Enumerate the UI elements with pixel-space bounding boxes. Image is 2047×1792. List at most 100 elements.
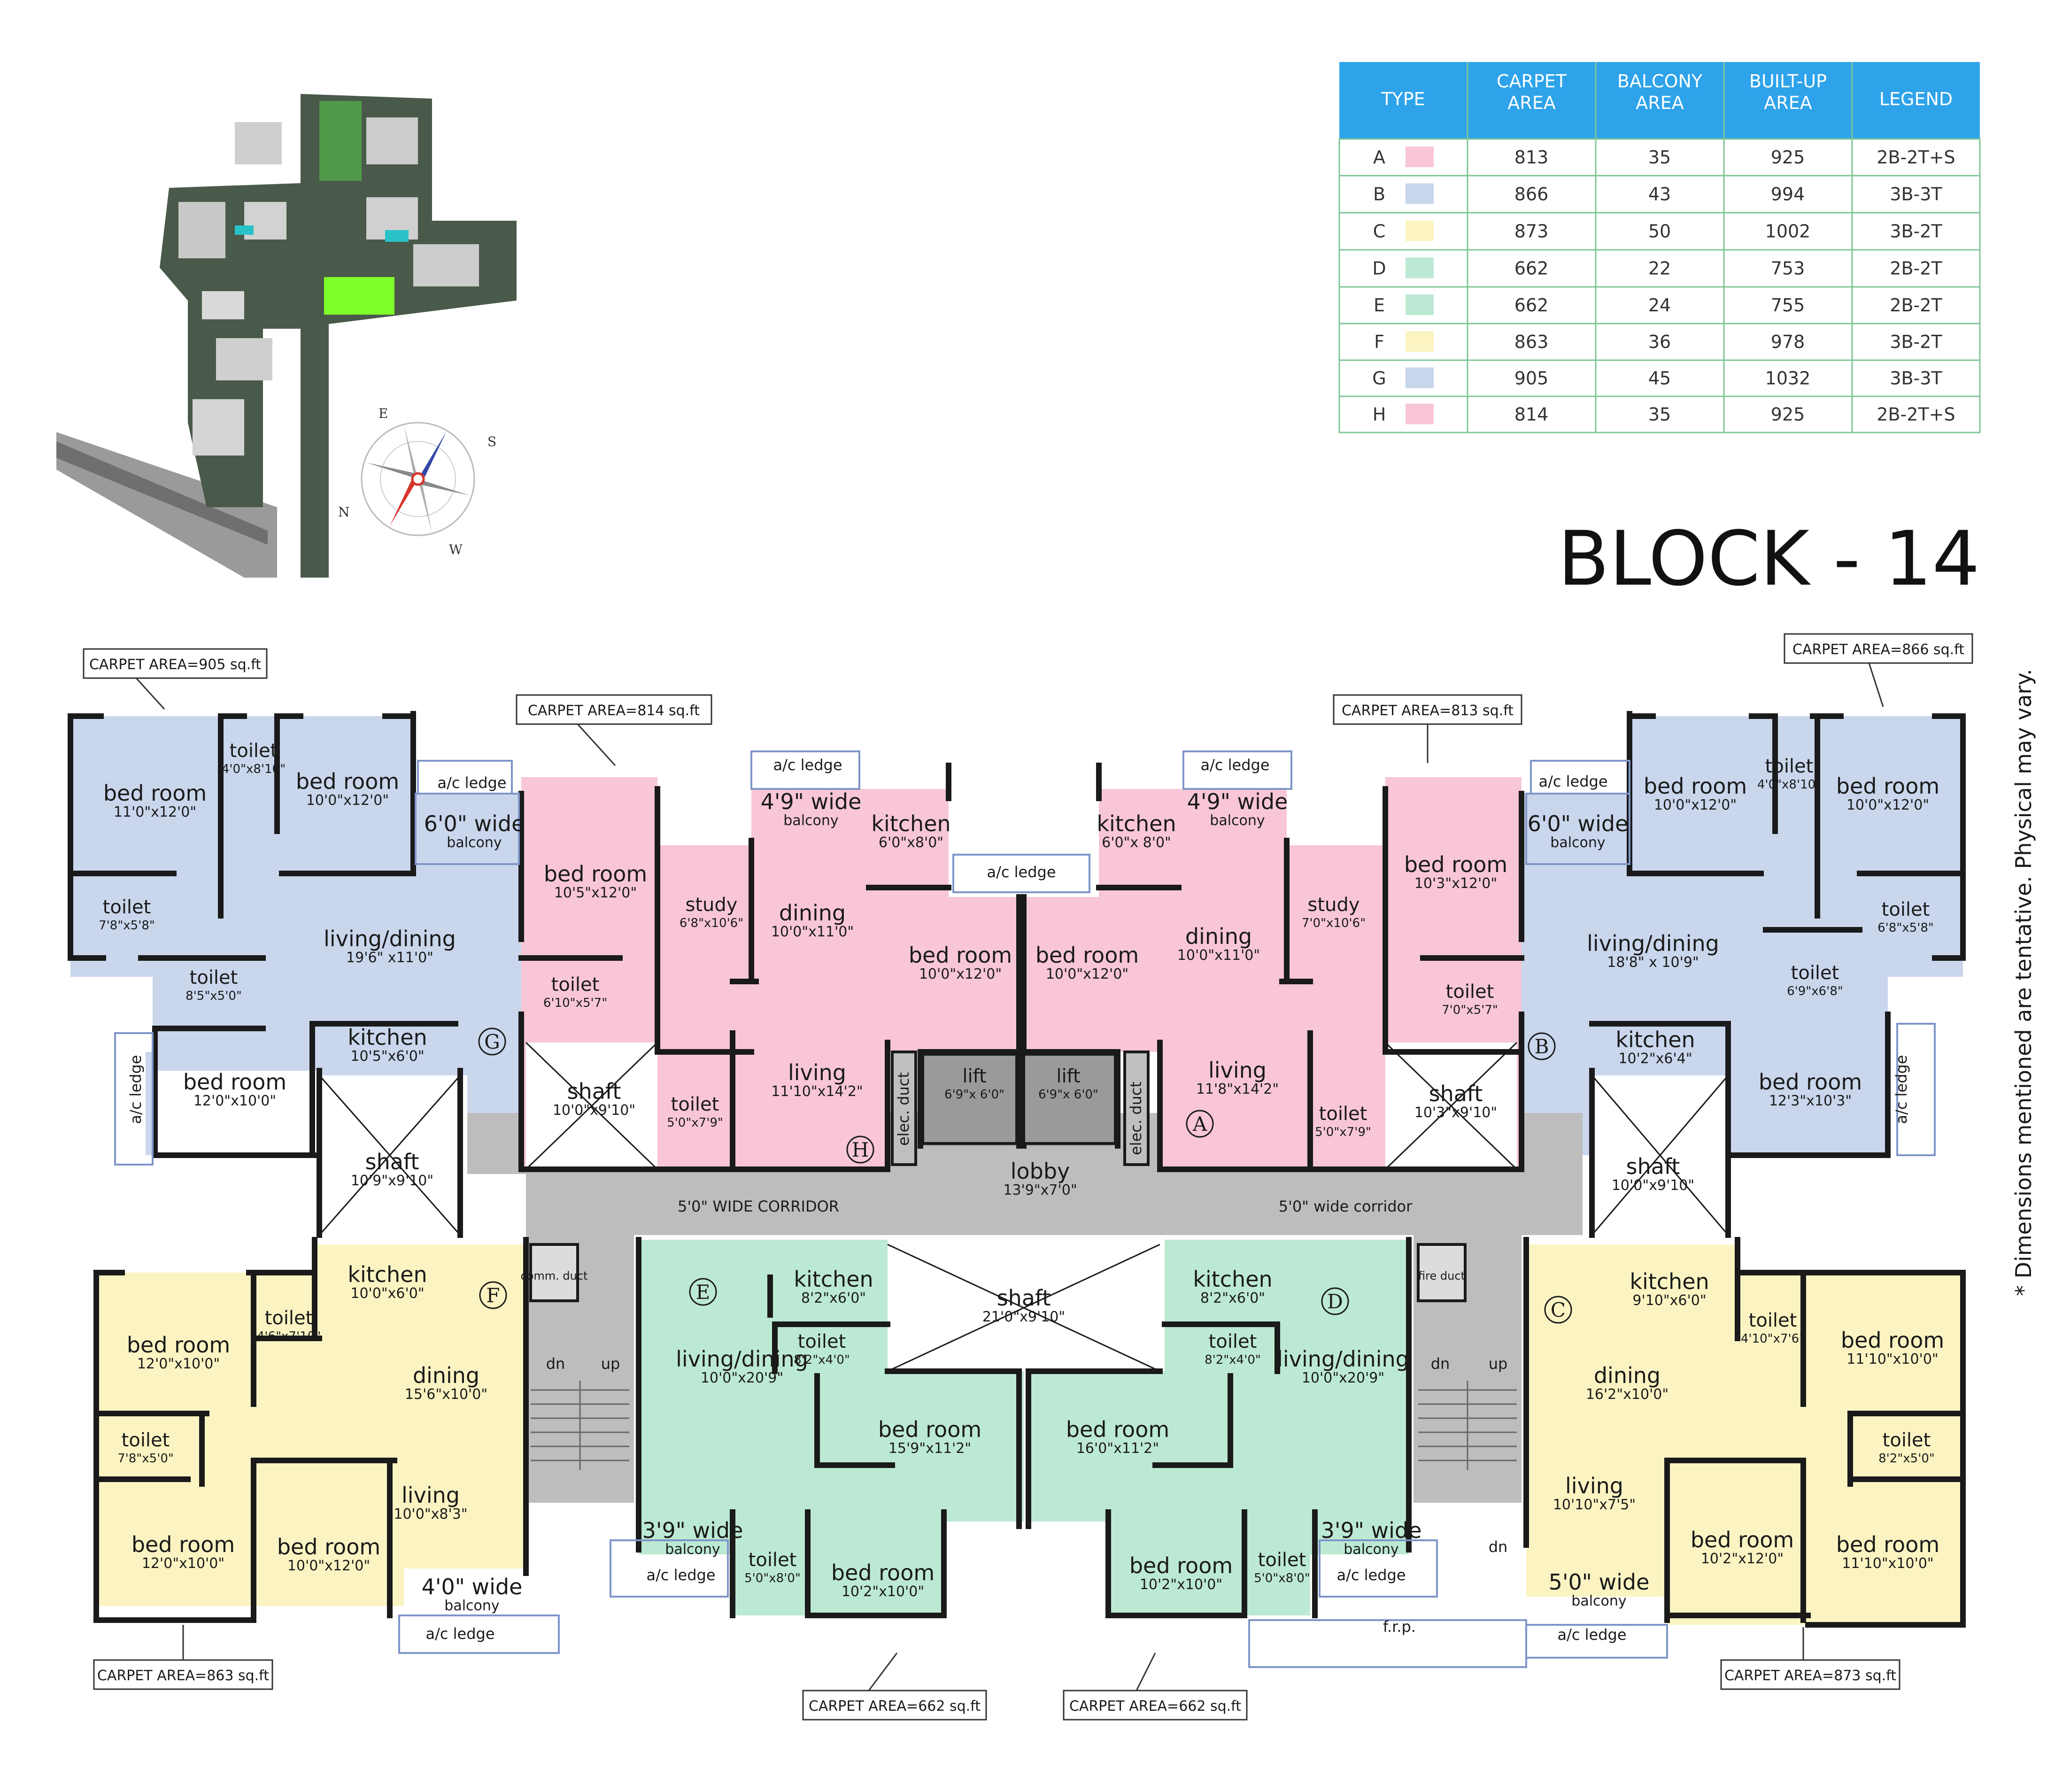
- room-dimension: 8'2"x6'0": [801, 1290, 866, 1306]
- room-name: bed room: [1066, 1417, 1169, 1442]
- room-name: living/dining: [676, 1346, 808, 1372]
- ac-ledge-label: a/c ledge: [1538, 772, 1607, 790]
- legend-swatch: [1406, 367, 1434, 388]
- table-cell-carpet: 905: [1514, 368, 1549, 389]
- room-dimension: 10'0"x9'10": [1612, 1177, 1694, 1194]
- room-name: bed room: [103, 780, 207, 806]
- room-name: shaft: [997, 1285, 1051, 1311]
- room-dimension: 10'5"x6'0": [350, 1048, 424, 1065]
- room-name: bed room: [1644, 773, 1747, 799]
- room-name: toilet: [265, 1307, 313, 1329]
- room-dimension: 10'3"x9'10": [1414, 1105, 1497, 1121]
- table-cell-built-up: 925: [1771, 147, 1805, 168]
- room-name: living/dining: [1277, 1346, 1409, 1372]
- room-dimension: 10'2"x12'0": [1701, 1551, 1784, 1567]
- table-header-carpet-area: CARPET AREA: [1496, 71, 1567, 113]
- ac-ledge-label: a/c ledge: [646, 1566, 715, 1584]
- room-dimension: 6'8"x5'8": [1877, 921, 1934, 935]
- room-name: bed room: [1691, 1527, 1794, 1553]
- room-name: kitchen: [871, 811, 950, 836]
- room-dimension: 10'0"x11'0": [771, 924, 854, 940]
- room-dimension: 12'0"x10'0": [193, 1093, 276, 1109]
- frp-label: f.r.p.: [1383, 1618, 1416, 1636]
- callout-c: CARPET AREA=873 sq.ft: [1724, 1668, 1896, 1684]
- room-name: 6'0" wide: [1528, 811, 1629, 836]
- room-name: dining: [413, 1363, 479, 1388]
- room-dimension: 10'0"x11'0": [1177, 947, 1260, 964]
- room-name: kitchen: [794, 1267, 873, 1292]
- legend-swatch: [1406, 331, 1434, 352]
- room-name: toilet: [230, 740, 278, 762]
- legend-swatch: [1406, 403, 1434, 425]
- room-dimension: 10'0"x12'0": [1654, 797, 1737, 813]
- room-name: lift: [962, 1066, 986, 1087]
- block-title: BLOCK - 14: [1558, 515, 1980, 602]
- table-cell-balcony: 43: [1648, 184, 1671, 205]
- room-dimension: 11'10"x10'0": [1842, 1555, 1933, 1572]
- room-dimension: 10'0"x12'0": [287, 1558, 370, 1574]
- callout-f: CARPET AREA=863 sq.ft: [97, 1668, 269, 1684]
- callout-leaders: [135, 663, 1884, 1691]
- room-name: bed room: [1836, 1532, 1939, 1557]
- room-name: kitchen: [1097, 811, 1176, 836]
- room-dimension: 8'5"x5'0": [185, 989, 242, 1003]
- corridor-label-right: 5'0" wide corridor: [1279, 1197, 1413, 1215]
- type-mark-c: C: [1551, 1298, 1566, 1321]
- room-name: toilet: [1258, 1549, 1306, 1571]
- table-cell-legend: 3B-2T: [1890, 221, 1942, 242]
- room-name: study: [686, 894, 738, 916]
- room-name: 6'0" wide: [424, 811, 525, 836]
- table-cell-balcony: 22: [1648, 258, 1671, 279]
- table-cell-built-up: 1002: [1765, 221, 1811, 242]
- room-dimension: 11'8"x14'2": [1196, 1081, 1279, 1097]
- room-name: dining: [779, 900, 846, 926]
- table-cell-built-up: 994: [1771, 184, 1805, 205]
- table-header-balcony-area: BALCONY AREA: [1617, 71, 1703, 113]
- ac-ledge-label: a/c ledge: [1893, 1055, 1910, 1124]
- room-dimension: 9'10"x6'0": [1632, 1292, 1706, 1309]
- room-dimension: 10'0"x12'0": [306, 792, 389, 809]
- callout-d: CARPET AREA=662 sq.ft: [1069, 1698, 1241, 1715]
- area-table: TYPE CARPET AREA BALCONY AREA BUILT-UP A…: [1338, 62, 1981, 433]
- room-dimension: balcony: [1550, 834, 1605, 851]
- table-cell-built-up: 925: [1771, 404, 1805, 425]
- lift-right: [1022, 1053, 1117, 1145]
- disclaimer-note: * Dimensions mentioned are tentative. Ph…: [2011, 669, 2036, 1296]
- ac-ledge-label: a/c ledge: [425, 1625, 494, 1643]
- room-dimension: 6'0"x 8'0": [1102, 834, 1171, 851]
- room-dimension: 8'2"x6'0": [1200, 1290, 1265, 1306]
- room-dimension: 4'0"x8'10": [222, 762, 286, 776]
- room-name: toilet: [1319, 1103, 1367, 1125]
- room-name: lift: [1056, 1066, 1080, 1087]
- table-cell-balcony: 36: [1648, 332, 1671, 352]
- type-mark-e: E: [696, 1281, 711, 1304]
- room-name: bed room: [127, 1332, 230, 1358]
- site-plan-thumbnail: [56, 94, 517, 578]
- room-name: toilet: [798, 1331, 846, 1352]
- room-name: shaft: [1626, 1154, 1680, 1179]
